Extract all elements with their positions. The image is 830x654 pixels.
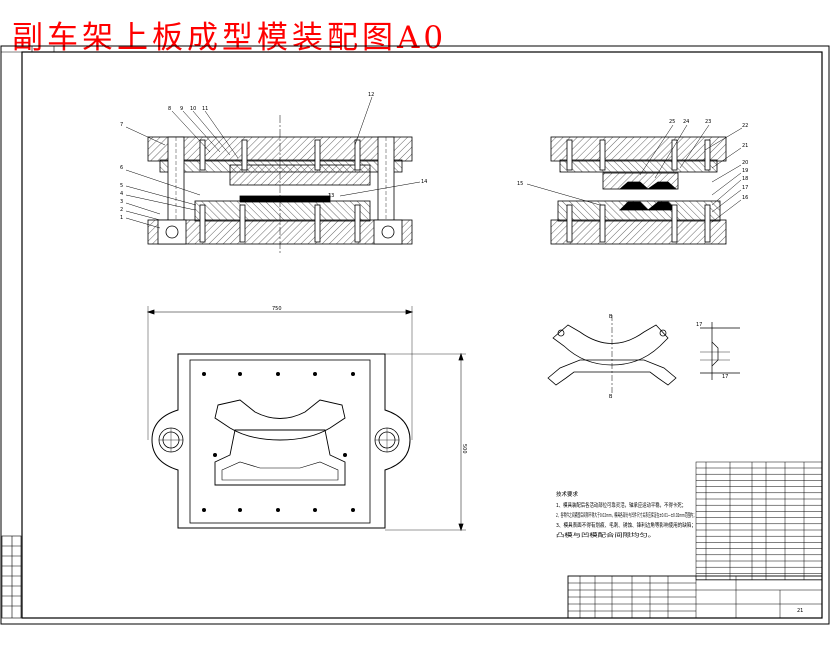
parts-list-table [695,461,823,581]
tech-req-item: 凸模与凹模配合间隙均匀。 [556,531,656,539]
detail-dimensions: 17 17 [696,322,728,380]
technical-requirements: 技术要求 1、模具装配后各活动部位可靠灵活，轴承应运动平稳，不得卡死； 2、各零… [556,490,696,539]
part-label: 16 [742,195,748,201]
part-label: 18 [742,176,748,182]
part-label: 24 [683,119,689,125]
part-label: 21 [742,143,748,149]
detail-view [700,322,740,380]
front-view-labels: 7 6 5 4 3 2 1 8 9 10 11 12 14 13 [120,92,427,221]
sheet-number: 21 [797,608,803,614]
front-view-leaders [125,96,421,229]
section-marker-top: B [609,314,613,320]
part-label: 20 [742,160,748,166]
part-label: 4 [120,191,123,197]
part-label: 22 [742,123,748,129]
detail-dim-top: 17 [696,322,702,328]
part-label: 12 [368,92,374,98]
part-label: 14 [421,179,427,185]
part-label: 9 [180,106,183,112]
side-section-view [550,136,727,245]
dimension-width: 750 [272,306,282,312]
part-label: 19 [742,168,748,174]
part-label: 17 [742,185,748,191]
section-markers: B B [609,314,613,400]
part-label: 23 [705,119,711,125]
drawing-title: 副车架上板成型模装配图A0 [12,20,448,56]
side-view-leaders [526,124,743,223]
part-label: 10 [190,106,196,112]
part-profile-view [547,315,677,395]
title-block [567,575,823,619]
tech-req-heading: 技术要求 [556,490,579,498]
part-label: 8 [168,106,171,112]
tech-req-item: 2、各零件之间紧固后间隙不得大于0.02mm，模具各部分与凹件尺寸关系应保证在±… [556,511,696,519]
side-view-labels: 25 24 23 22 21 20 19 18 17 16 15 [517,119,748,201]
tech-req-item: 3、模具表面不得有划痕、毛刺、锈蚀、锋利边角等影响使用的缺陷； [556,521,696,529]
part-label: 6 [120,165,123,171]
part-label: 7 [120,122,123,128]
part-label: 5 [120,183,123,189]
tech-req-item: 1、模具装配后各活动部位可靠灵活，轴承应运动平稳，不得卡死； [556,501,686,509]
part-label: 11 [202,106,208,112]
section-marker-bottom: B [609,394,613,400]
part-label: 13 [328,193,334,199]
front-section-view [147,115,413,255]
detail-dim-bottom: 17 [722,374,728,380]
dimension-height: 500 [461,444,467,454]
part-label: 1 [120,215,123,221]
plan-view [146,306,466,532]
part-label: 15 [517,181,523,187]
part-label: 2 [120,207,123,213]
plan-view-dimensions: 750 500 [272,306,467,454]
part-label: 25 [669,119,675,125]
part-label: 3 [120,199,123,205]
sheet-border [0,45,830,625]
left-margin-strip [1,535,22,619]
